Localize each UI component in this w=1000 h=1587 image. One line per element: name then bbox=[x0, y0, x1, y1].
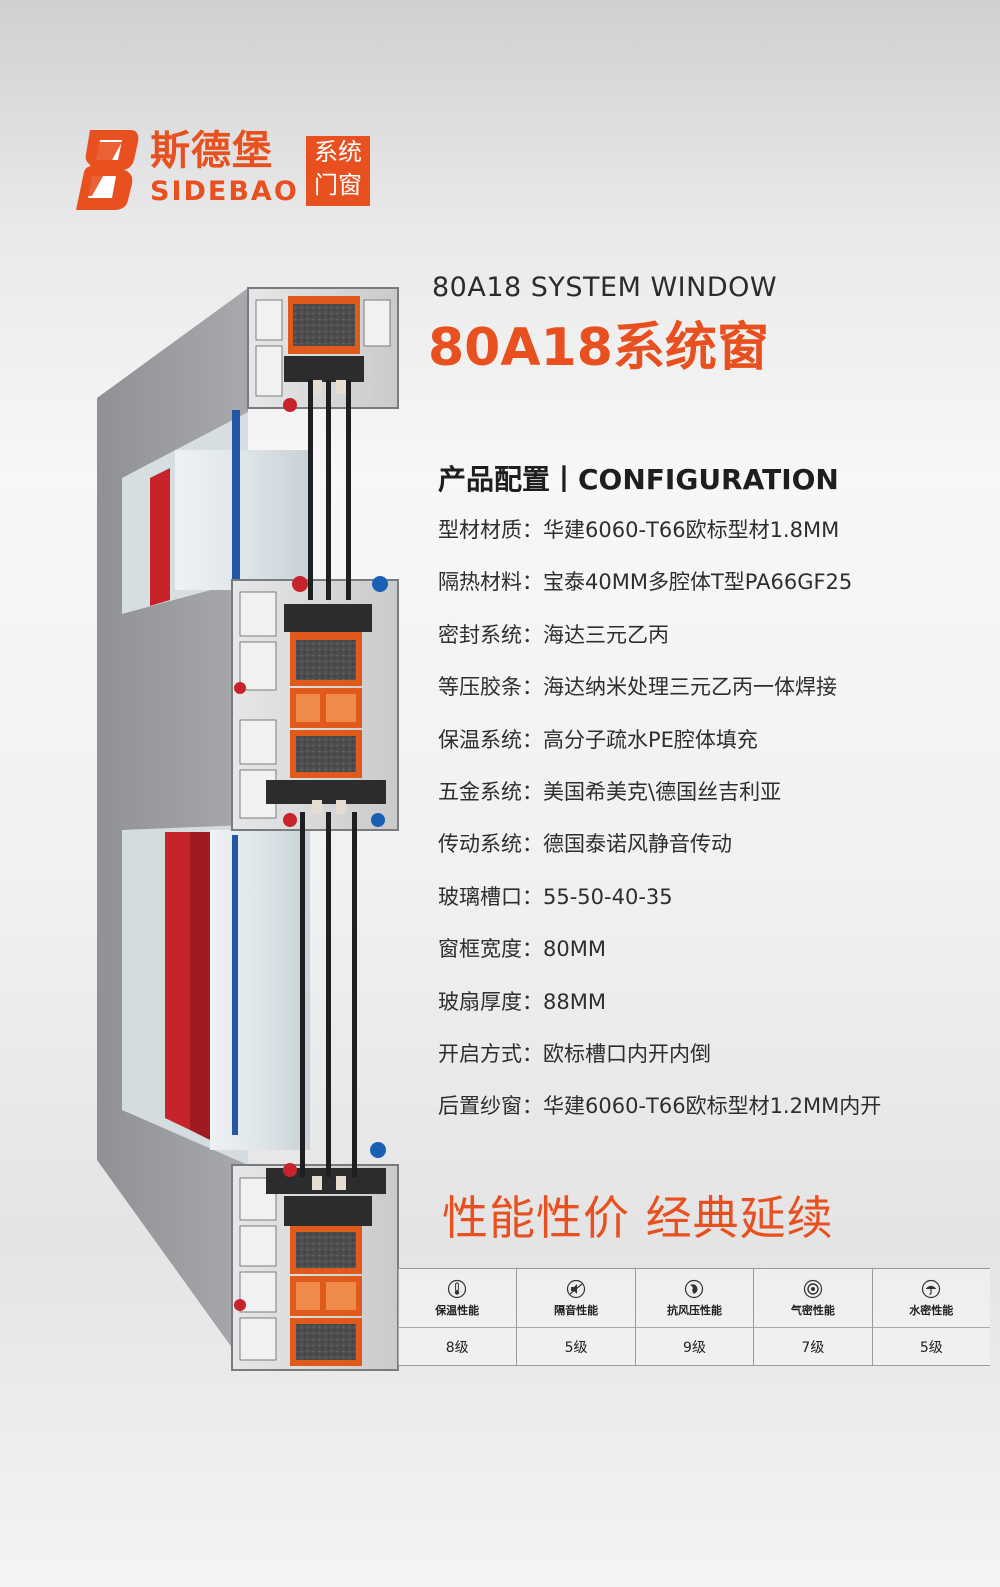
performance-label: 水密性能 bbox=[909, 1303, 954, 1317]
upper-red-seal bbox=[150, 468, 170, 606]
config-item: 密封系统：海达三元乙丙 bbox=[438, 622, 669, 647]
umbrella-icon bbox=[922, 1279, 941, 1298]
brand-name-en: SIDEBAO bbox=[150, 176, 299, 207]
config-item: 保温系统：高分子疏水PE腔体填充 bbox=[438, 727, 758, 752]
performance-header: 抗风压性能 bbox=[634, 1269, 753, 1327]
product-title-cn: 80A18系统窗 bbox=[428, 318, 769, 378]
config-item: 隔热材料：宝泰40MM多腔体T型PA66GF25 bbox=[438, 570, 853, 595]
brand-mark-icon bbox=[76, 130, 139, 210]
config-item: 玻扇厚度：88MM bbox=[438, 989, 606, 1014]
performance-value: 9级 bbox=[634, 1327, 754, 1365]
performance-header: 隔音性能 bbox=[516, 1269, 634, 1327]
performance-value: 7级 bbox=[753, 1327, 872, 1365]
performance-label: 抗风压性能 bbox=[666, 1303, 722, 1317]
wind-icon bbox=[685, 1279, 704, 1298]
performance-label: 保温性能 bbox=[435, 1303, 480, 1317]
lower-red-seal bbox=[165, 832, 190, 1130]
config-item: 后置纱窗：华建6060-T66欧标型材1.2MM内开 bbox=[438, 1094, 882, 1119]
performance-header: 水密性能 bbox=[871, 1269, 990, 1327]
performance-value: 5级 bbox=[871, 1327, 990, 1365]
brand-tag-line1: 系统 bbox=[314, 138, 362, 166]
performance-label: 气密性能 bbox=[790, 1303, 835, 1317]
brand-name-cn: 斯德堡 bbox=[150, 128, 273, 174]
thermometer-icon bbox=[448, 1279, 467, 1298]
product-title-en: 80A18 SYSTEM WINDOW bbox=[432, 272, 778, 303]
performance-value: 5级 bbox=[516, 1327, 635, 1365]
brand-tag-line2: 门窗 bbox=[314, 171, 362, 199]
performance-header: 保温性能 bbox=[398, 1269, 516, 1327]
sound-off-icon bbox=[566, 1279, 586, 1298]
slogan: 性能性价 经典延续 bbox=[442, 1191, 834, 1245]
performance-label: 隔音性能 bbox=[554, 1303, 599, 1317]
upper-glass-pane bbox=[175, 450, 310, 590]
performance-table: 保温性能 隔音性能 抗风压性能 气密性能 水密性能 8级 5级 9 bbox=[398, 1268, 990, 1366]
config-item: 五金系统：美国希美克\德国丝吉利亚 bbox=[438, 779, 782, 804]
config-list: 型材材质：华建6060-T66欧标型材1.8MM 隔热材料：宝泰40MM多腔体T… bbox=[438, 510, 988, 1139]
seal-icon bbox=[803, 1279, 822, 1298]
config-item: 传动系统：德国泰诺风静音传动 bbox=[438, 832, 732, 857]
brand-tag-box: 系统 门窗 bbox=[306, 136, 370, 206]
config-item: 开启方式：欧标槽口内开内倒 bbox=[438, 1041, 711, 1066]
config-item: 窗框宽度：80MM bbox=[438, 937, 606, 962]
performance-header: 气密性能 bbox=[753, 1269, 871, 1327]
lower-glass-pane bbox=[210, 830, 310, 1150]
brand-logo: 斯德堡 SIDEBAO 系统 门窗 bbox=[72, 126, 382, 212]
config-item: 等压胶条：海达纳米处理三元乙丙一体焊接 bbox=[438, 675, 837, 700]
config-item: 玻璃槽口：55-50-40-35 bbox=[438, 884, 673, 909]
config-heading: 产品配置丨CONFIGURATION bbox=[438, 463, 839, 496]
performance-value: 8级 bbox=[398, 1327, 517, 1365]
config-item: 型材材质：华建6060-T66欧标型材1.8MM bbox=[438, 518, 840, 542]
